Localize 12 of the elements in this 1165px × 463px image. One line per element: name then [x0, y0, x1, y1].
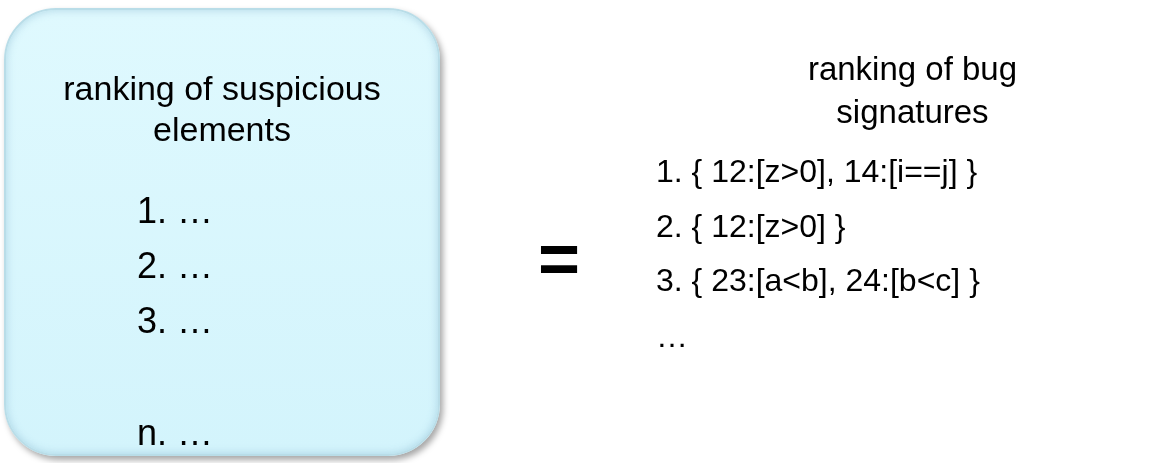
list-item: 1. …: [137, 190, 214, 232]
list-item: 3. { 23:[a<b], 24:[b<c] }: [656, 262, 980, 299]
box-heading: ranking of suspicious elements: [62, 68, 382, 151]
list-item: 2. { 12:[z>0] }: [656, 208, 846, 245]
rounded-box: [4, 8, 440, 456]
heading: ranking of bug signatures: [806, 49, 1019, 132]
list-item: 1. { 12:[z>0], 14:[i==j] }: [656, 153, 978, 190]
list-item: 2. …: [137, 245, 214, 287]
equals-sign: =: [538, 222, 581, 294]
list-item: 3. …: [137, 300, 214, 342]
list-item: …: [656, 318, 688, 355]
list-item: n. …: [137, 412, 214, 454]
